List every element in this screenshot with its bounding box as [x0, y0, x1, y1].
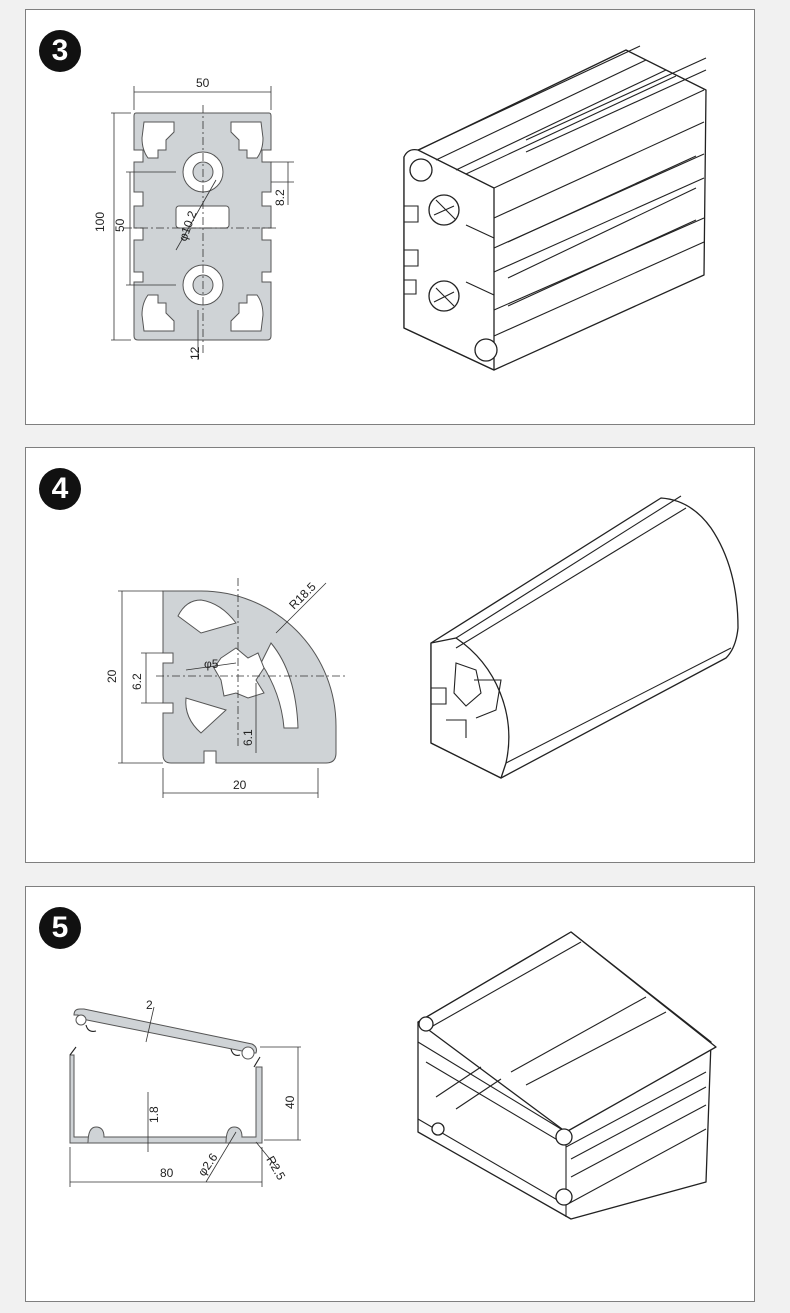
- profile-5-isometric-view: [417, 931, 717, 1220]
- dim-height: 100: [93, 212, 107, 232]
- section-number-badge: 3: [39, 30, 81, 72]
- profile-5-dimensions: 2 40 1.8 φ2.6 R2.5 80: [69, 998, 301, 1187]
- dim-bore: φ5: [204, 657, 219, 671]
- profile-5-drawing: 2 40 1.8 φ2.6 R2.5 80: [69, 931, 717, 1220]
- profile-5-cross-section: [69, 1008, 263, 1144]
- dim-inner: 6.1: [241, 729, 255, 746]
- profile-4-cross-section: [156, 578, 346, 764]
- dim-inner: 50: [113, 218, 127, 232]
- section-number-badge: 4: [39, 468, 81, 510]
- profile-panel-3: 3 50 100: [25, 9, 755, 425]
- section-number-badge: 5: [39, 907, 81, 949]
- dim-width: 80: [160, 1166, 174, 1180]
- dim-height: 40: [283, 1095, 297, 1109]
- dim-wall: 2: [146, 998, 153, 1012]
- dim-height: 20: [105, 669, 119, 683]
- dim-width: 20: [233, 778, 247, 792]
- dim-bottom: 12: [188, 346, 202, 360]
- profile-4-drawing: 20 6.2 φ5 6.1 R18.5 20: [105, 495, 739, 798]
- dim-width: 50: [196, 76, 210, 90]
- profile-3-isometric-view: [403, 45, 707, 371]
- dim-radius: R18.5: [286, 579, 319, 612]
- profile-3-drawing: 50 100 50 8.2 φ10.2 12: [93, 45, 707, 371]
- profile-panel-5: 5 2 40 1.8 φ2.6 R2.5: [25, 886, 755, 1302]
- profile-3-cross-section: [124, 105, 278, 355]
- dim-radius: R2.5: [263, 1154, 288, 1183]
- dim-slot: 8.2: [273, 189, 287, 206]
- dim-slot: 6.2: [130, 673, 144, 690]
- profile-4-isometric-view: [430, 495, 739, 779]
- profile-panel-4: 4 20 6.2 φ5 6.1 R18.5: [25, 447, 755, 863]
- dim-base: 1.8: [147, 1106, 161, 1123]
